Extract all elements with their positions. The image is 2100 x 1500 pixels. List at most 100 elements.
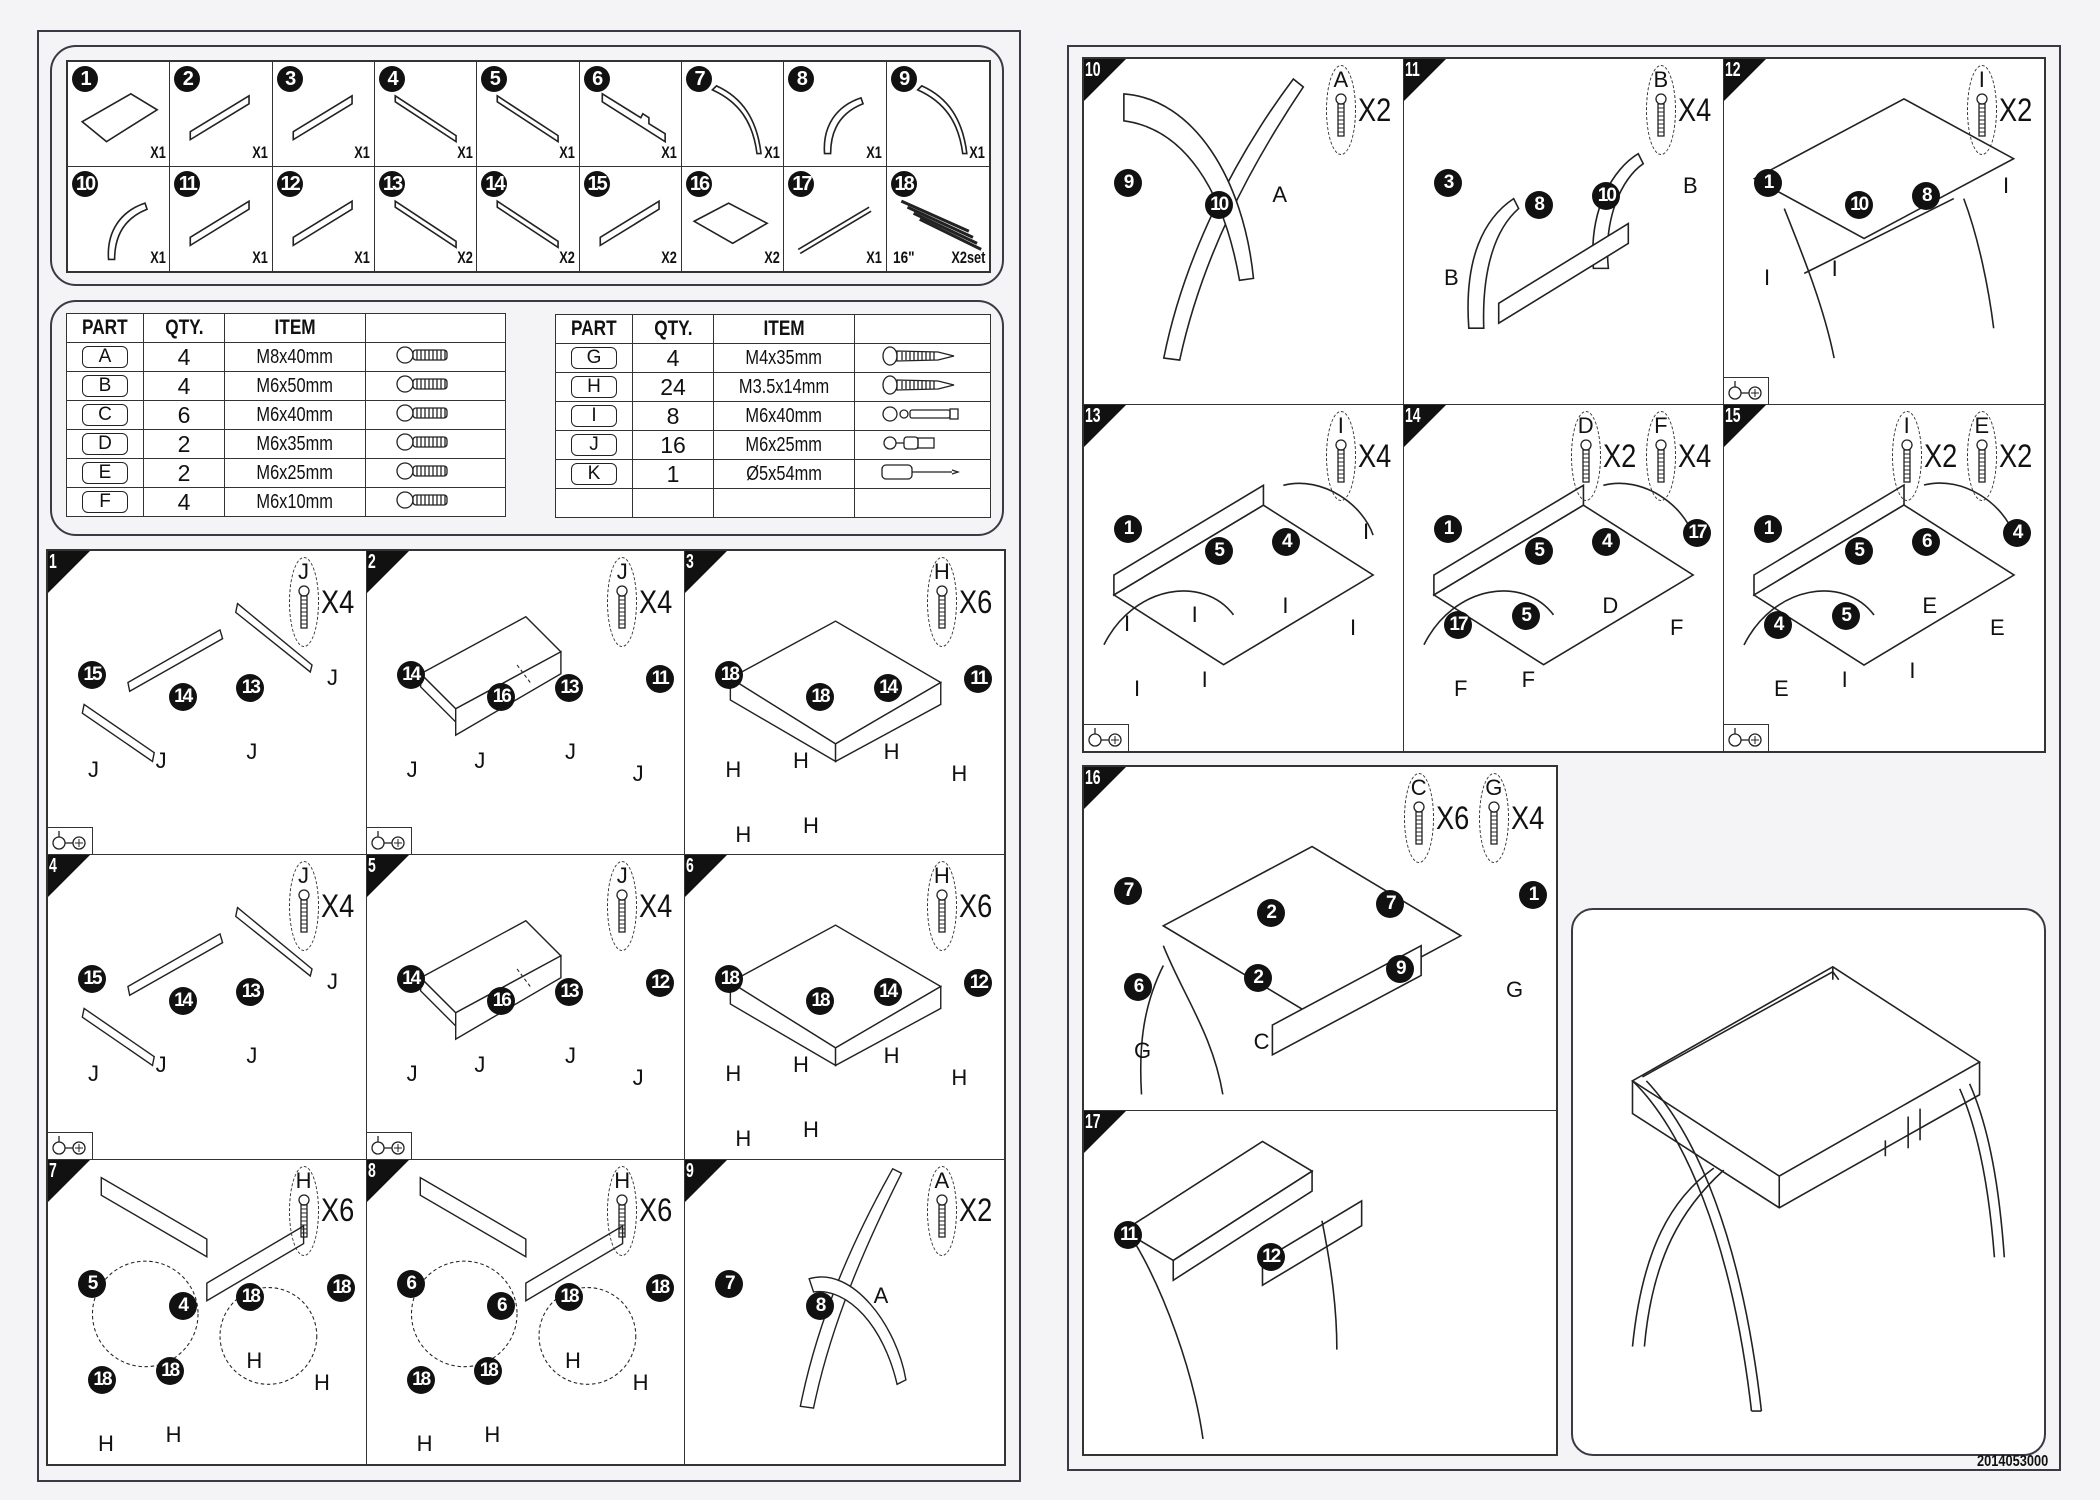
step-number: 14 — [1405, 405, 1421, 427]
fastener-icon — [1976, 439, 1988, 483]
column-header: QTY. — [143, 313, 225, 343]
step-number-corner — [1404, 59, 1446, 101]
item-cell: M6x40mm — [713, 401, 855, 431]
hardware-callout-oval: B — [1645, 65, 1676, 155]
hardware-callout-oval: I — [1966, 65, 1997, 155]
part-number-label: 1 — [1114, 515, 1142, 543]
quantity-cell: 6 — [143, 400, 225, 430]
icon-cell — [365, 400, 506, 430]
part-number-badge: 2 — [174, 66, 201, 92]
item-cell: M8x40mm — [224, 342, 366, 372]
tool-indicator — [366, 827, 412, 855]
part-letter: E — [82, 462, 128, 484]
machine-bolt-icon — [395, 403, 448, 422]
part-number-label: 12 — [1256, 1242, 1285, 1271]
step-number-corner — [1724, 405, 1766, 447]
quantity-cell: 4 — [143, 342, 225, 372]
part-number-label: 4 — [168, 1291, 197, 1320]
item-cell: M6x25mm — [713, 430, 855, 460]
part-letter: A — [82, 346, 128, 368]
fastener-label: J — [327, 665, 338, 690]
fastener-label: H — [883, 739, 900, 764]
fastener-icon — [1655, 439, 1667, 483]
part-number-label: 15 — [78, 965, 106, 994]
item-cell: M3.5x14mm — [713, 372, 855, 402]
part-number-label: 5 — [1831, 602, 1860, 630]
part-number-label: 5 — [78, 1269, 106, 1298]
part-number-label: 14 — [168, 683, 197, 711]
item-cell: M6x40mm — [224, 400, 366, 430]
assembly-drawing — [729, 620, 943, 763]
part-drawing — [599, 199, 660, 247]
part-number-label: 5 — [1204, 537, 1233, 565]
screwdriver-tool-icon — [52, 1135, 86, 1155]
fastener-label: E — [1922, 593, 1938, 618]
item-cell: M4x35mm — [713, 343, 855, 373]
fastener-label: H — [802, 1117, 819, 1143]
part-number-label: 1 — [1519, 881, 1547, 909]
part-cell: B — [66, 371, 144, 401]
fastener-label: G — [1134, 1038, 1152, 1063]
hardware-count: X2 — [1998, 437, 2033, 474]
column-header: ITEM — [224, 313, 366, 343]
part-number-badge: 1 — [72, 66, 98, 92]
part-number-label: 10 — [1204, 191, 1233, 219]
part-quantity: X1 — [456, 142, 473, 162]
part-number-label: 6 — [487, 1291, 516, 1320]
step-number-corner — [366, 1159, 409, 1202]
part-number-label: 18 — [715, 661, 744, 689]
step-number-corner — [48, 551, 90, 593]
part-cell: H — [555, 372, 633, 402]
fastener-label: H — [564, 1347, 581, 1373]
hardware-letter: J — [616, 559, 628, 584]
fastener-label: J — [474, 1052, 486, 1078]
hardware-callout-oval: J — [607, 861, 638, 952]
part-quantity: X1 — [969, 142, 985, 162]
icon-cell — [854, 401, 991, 431]
hardware-count: X6 — [958, 583, 993, 620]
fastener-icon — [616, 585, 628, 629]
part-number-label: 18 — [645, 1273, 674, 1302]
hardware-letter: E — [1974, 413, 1990, 438]
part-drawing — [798, 206, 872, 254]
part-drawing — [900, 199, 982, 251]
part-number-label: 18 — [406, 1365, 435, 1394]
quantity-cell: 24 — [632, 372, 714, 402]
step-number-corner — [1084, 405, 1126, 447]
part-cell: A — [66, 342, 144, 372]
hardware-letter: I — [1978, 67, 1985, 92]
hardware-list-box — [50, 300, 1004, 536]
assembly-drawing — [1467, 152, 1645, 329]
part-quantity: X2 — [559, 248, 575, 267]
part-number-badge: 18 — [890, 170, 917, 197]
part-number-label: 3 — [1434, 169, 1462, 197]
assembly-drawing — [1743, 482, 2016, 666]
quantity-cell: 2 — [143, 458, 225, 488]
fastener-label: J — [632, 761, 644, 786]
part-number-label: 10 — [1844, 191, 1873, 219]
fastener-label: J — [474, 748, 486, 773]
step-number-corner — [1724, 59, 1766, 101]
part-drawing — [107, 201, 149, 260]
part-number-label: 18 — [805, 683, 834, 711]
icon-cell — [854, 459, 991, 489]
fastener-label: J — [155, 1052, 167, 1078]
hardware-callout-oval: J — [288, 557, 319, 647]
hardware-callout-oval: I — [1325, 411, 1356, 501]
icon-cell — [365, 458, 506, 488]
part-number-label: 2 — [1256, 899, 1285, 927]
